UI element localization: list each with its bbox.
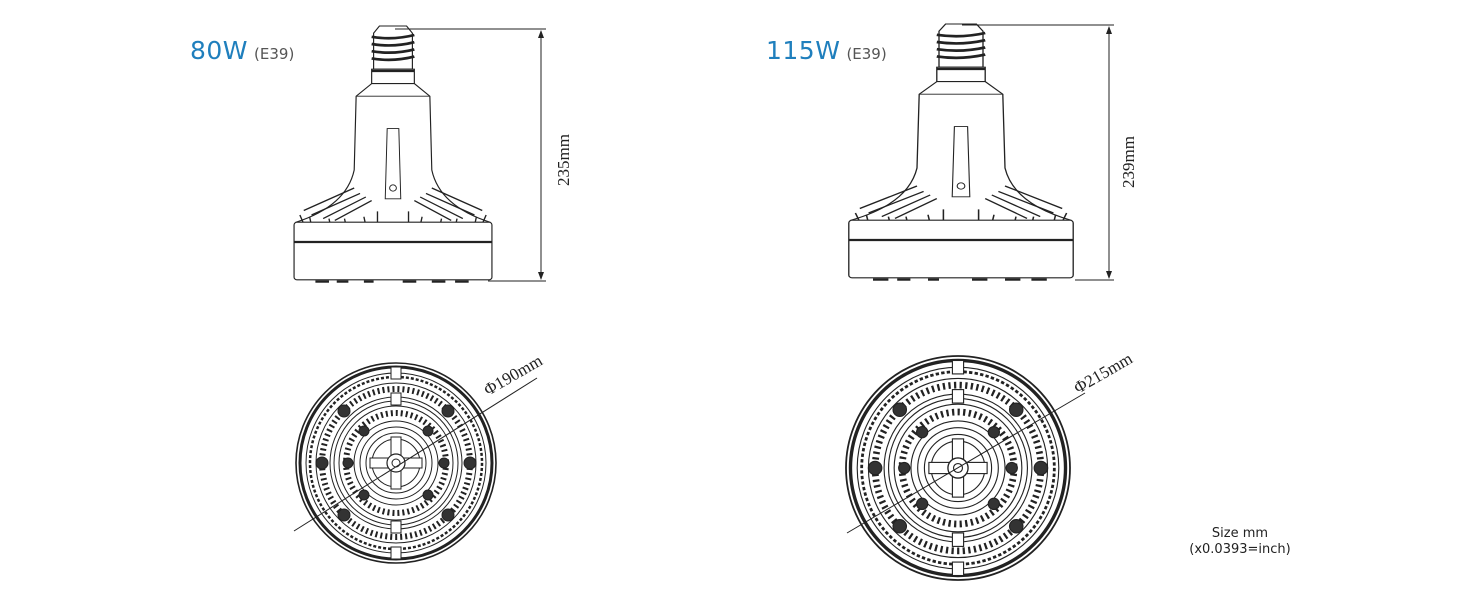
- product-115w-title: 115W (E39): [766, 36, 887, 65]
- units-note-line2: (x0.0393=inch): [1189, 542, 1291, 557]
- height-dimension-115w: [962, 24, 1114, 281]
- height-dimension-80w: [395, 28, 546, 282]
- base-type-label: (E39): [846, 45, 887, 63]
- diameter-label-80w: Φ190mm: [481, 351, 546, 400]
- height-label-80w: 235mm: [554, 134, 573, 186]
- units-note: Size mm (x0.0393=inch): [1180, 526, 1300, 558]
- diameter-line-80w: [293, 377, 538, 532]
- bottom-view-80w: [296, 363, 496, 563]
- height-label-115w: 239mm: [1119, 136, 1138, 188]
- units-note-line1: Size mm: [1211, 526, 1269, 541]
- diameter-label-115w: Φ215mm: [1071, 349, 1136, 398]
- side-view-115w: [847, 22, 1075, 282]
- wattage-label: 115W: [766, 36, 841, 65]
- base-type-label: (E39): [254, 45, 295, 63]
- side-view-80w: [292, 24, 494, 284]
- diameter-line-115w: [846, 392, 1086, 534]
- wattage-label: 80W: [190, 36, 249, 65]
- product-80w-title: 80W (E39): [190, 36, 294, 65]
